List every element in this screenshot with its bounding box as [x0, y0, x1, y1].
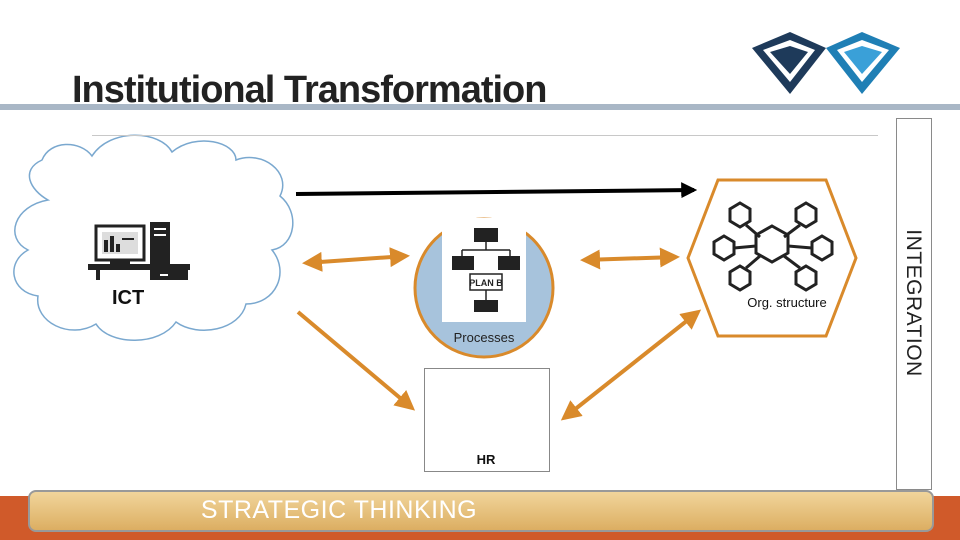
- arrow-hr-org: [560, 309, 702, 421]
- hr-box: [424, 368, 550, 472]
- top-arrow: [295, 182, 698, 199]
- plan-b-flowchart-icon: PLAN B: [442, 218, 526, 322]
- hr-label: HR: [476, 452, 496, 467]
- page-title: Institutional Transformation: [72, 69, 547, 111]
- ict-label: ICT: [112, 287, 145, 309]
- plan-b-label: PLAN B: [469, 278, 503, 288]
- strategic-thinking-box: [28, 490, 934, 532]
- integration-label: INTEGRATION: [902, 229, 925, 377]
- computer-icon: [88, 222, 190, 280]
- arrow-ict-hr: [296, 310, 416, 411]
- processes-label: Processes: [453, 330, 515, 345]
- strategic-thinking-label: STRATEGIC THINKING: [200, 496, 478, 524]
- arrow-processes-org: [580, 247, 680, 270]
- org-structure-label: Org. structure: [747, 295, 827, 310]
- title-bar: [0, 104, 960, 110]
- logo-icon: [752, 32, 900, 94]
- arrow-ict-processes: [302, 247, 410, 272]
- hexagon-network-icon: [712, 201, 834, 292]
- divider: [92, 135, 878, 136]
- integration-box: [896, 118, 932, 490]
